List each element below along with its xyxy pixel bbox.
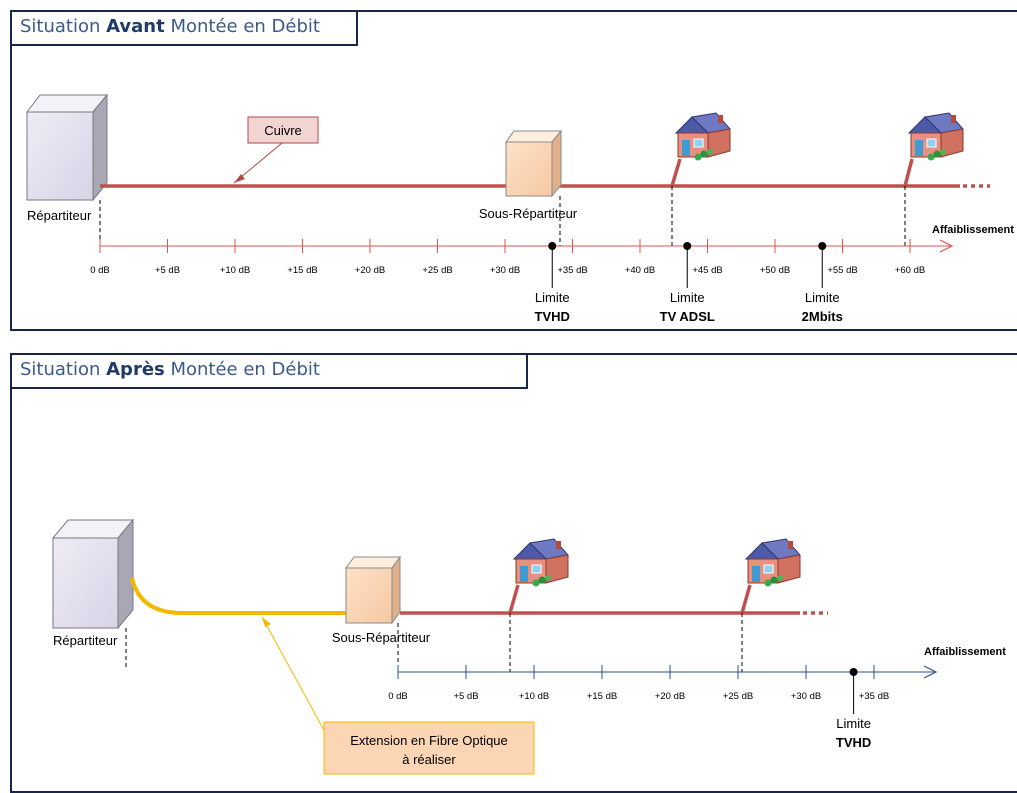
sous-repartiteur-box-2 xyxy=(345,555,401,625)
sous-repartiteur-label-1: Sous-Répartiteur xyxy=(479,206,578,221)
limit-marker xyxy=(548,242,557,250)
sous-repartiteur-label-2: Sous-Répartiteur xyxy=(332,630,431,645)
cuivre-label: Cuivre xyxy=(264,123,302,138)
limit-marker xyxy=(818,242,827,250)
limit-label: Limite xyxy=(535,290,570,305)
extension-line-1: Extension en Fibre Optique xyxy=(350,733,508,748)
axis-label-2: Affaiblissement xyxy=(924,646,1006,658)
limit-marker xyxy=(683,242,692,250)
axis-tick-label: +15 dB xyxy=(587,691,617,702)
axis-tick-label: +50 dB xyxy=(760,265,790,276)
axis-tick-label: 0 dB xyxy=(90,265,110,276)
cuivre-callout xyxy=(247,116,319,144)
axis-tick-label: +10 dB xyxy=(519,691,549,702)
axis-tick-label: +30 dB xyxy=(791,691,821,702)
drop-line xyxy=(670,158,682,187)
axis-tick-label: +40 dB xyxy=(625,265,655,276)
axis-tick-label: +10 dB xyxy=(220,265,250,276)
axis-tick-label: +35 dB xyxy=(557,265,587,276)
house-icon xyxy=(675,112,731,161)
extension-callout xyxy=(323,721,535,775)
drop-line xyxy=(740,584,752,614)
axis-tick-label: +60 dB xyxy=(895,265,925,276)
axis-tick-label: +20 dB xyxy=(355,265,385,276)
axis-tick-label: +45 dB xyxy=(692,265,722,276)
sous-repartiteur-box-1 xyxy=(505,129,563,198)
repartiteur-box-1 xyxy=(25,93,109,202)
panel-avant-title: Situation Avant Montée en Débit xyxy=(12,12,358,46)
limit-value: TVHD xyxy=(535,309,570,324)
axis-tick-label: +55 dB xyxy=(827,265,857,276)
axis-tick-label: +15 dB xyxy=(287,265,317,276)
limit-label: Limite xyxy=(805,290,840,305)
repartiteur-box-2 xyxy=(51,518,135,630)
axis-label-1: Affaiblissement xyxy=(932,224,1014,236)
repartiteur-label-1: Répartiteur xyxy=(27,208,92,223)
axis-tick-label: 0 dB xyxy=(388,691,408,702)
drop-line xyxy=(508,584,520,614)
house-icon xyxy=(745,538,801,587)
axis-tick-label: +30 dB xyxy=(490,265,520,276)
house-icon xyxy=(908,112,964,161)
extension-line-2: à réaliser xyxy=(402,752,456,767)
limit-marker xyxy=(849,668,858,676)
axis-tick-label: +5 dB xyxy=(453,691,478,702)
axis-tick-label: +25 dB xyxy=(723,691,753,702)
house-icon xyxy=(513,538,569,587)
limit-value: TVHD xyxy=(836,735,871,750)
panel-apres-title: Situation Après Montée en Débit xyxy=(12,355,528,389)
axis-tick-label: +35 dB xyxy=(859,691,889,702)
limit-label: Limite xyxy=(670,290,705,305)
panel-avant: Situation Avant Montée en Débit xyxy=(10,10,1017,331)
drop-line xyxy=(903,158,914,187)
axis-tick-label: +5 dB xyxy=(155,265,180,276)
fiber-line xyxy=(130,577,346,615)
limit-label: Limite xyxy=(836,716,871,731)
axis-tick-label: +20 dB xyxy=(655,691,685,702)
limit-value: 2Mbits xyxy=(802,309,843,324)
repartiteur-label-2: Répartiteur xyxy=(53,633,118,648)
axis-tick-label: +25 dB xyxy=(422,265,452,276)
limit-value: TV ADSL xyxy=(660,309,715,324)
